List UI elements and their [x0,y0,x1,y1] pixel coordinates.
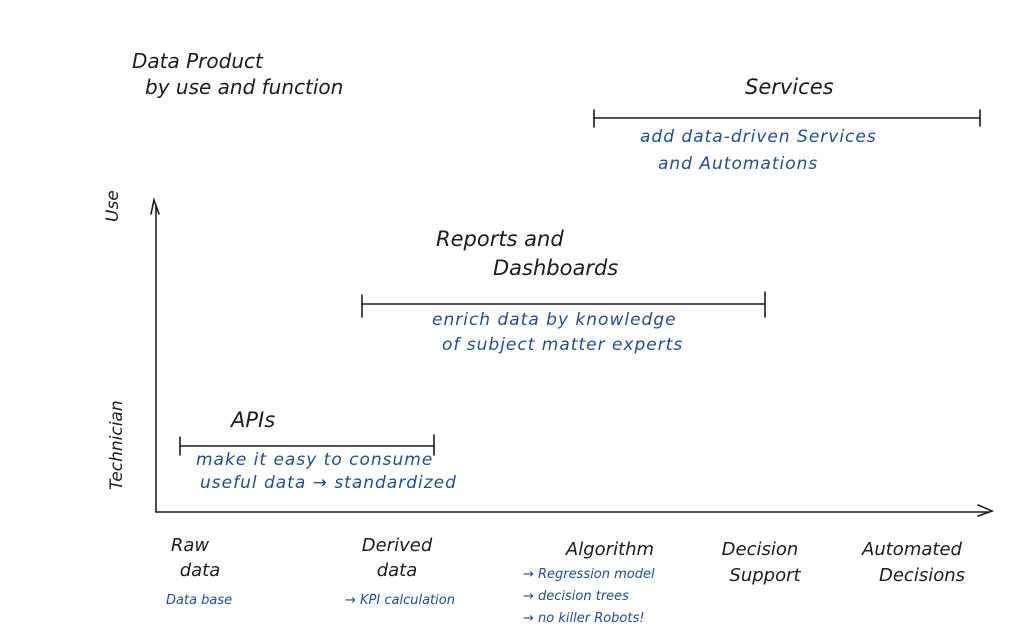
category-decision-support-line1: Decision [721,539,799,560]
category-raw-data-line2: data [179,560,221,581]
category-algorithm-note-2: → decision trees [523,589,629,604]
reports-desc-line2: of subject matter experts [442,335,684,355]
diagram-title-line1: Data Product [132,49,263,73]
category-algorithm-line1: Algorithm [565,539,655,560]
y-axis-arrowhead [150,197,160,215]
y-axis-label-use: Use [103,190,123,222]
category-derived-data-note: → KPI calculation [345,593,455,608]
reports-label-line1: Reports and [436,227,564,251]
apis-desc-line2: useful data → standardized [200,473,457,493]
category-raw-data-note: Data base [166,593,233,608]
y-axis-label-technician: Technician [107,400,127,490]
category-automated-decisions-line1: Automated [862,539,962,560]
category-raw-data-line1: Raw [170,535,210,556]
services-label: Services [745,75,834,99]
category-algorithm-note-1: → Regression model [523,567,655,582]
reports-desc-line1: enrich data by knowledge [432,310,677,330]
apis-label: APIs [231,408,276,432]
services-desc-line2: and Automations [658,154,819,174]
diagram-title-line2: by use and function [145,75,344,99]
x-axis-arrowhead [977,504,995,517]
category-algorithm-note-3: → no killer Robots! [523,611,645,626]
category-automated-decisions-line2: Decisions [878,565,965,586]
category-derived-data-line2: data [376,560,418,581]
category-decision-support-line2: Support [729,565,801,586]
category-derived-data-line1: Derived [361,535,433,556]
apis-desc-line1: make it easy to consume [196,450,434,470]
reports-label-line2: Dashboards [493,256,619,280]
services-desc-line1: add data-driven Services [640,127,877,147]
